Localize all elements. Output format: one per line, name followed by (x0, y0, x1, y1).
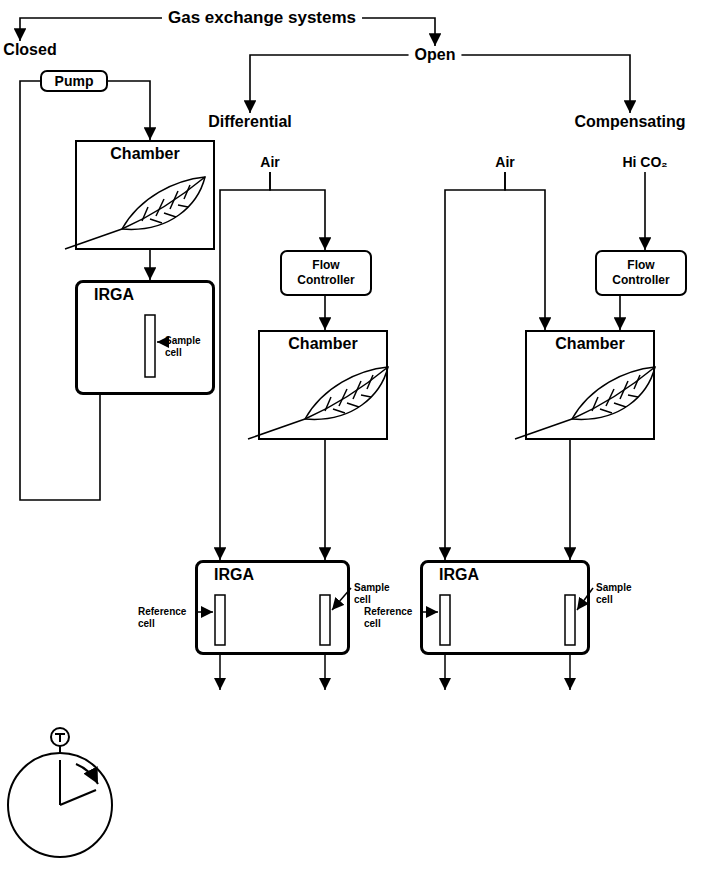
analyzer-cell (145, 315, 575, 645)
flow-controller-box: Flow Controller (280, 250, 372, 296)
flow-connector (250, 55, 409, 113)
cell-label: Sample cell (165, 335, 207, 359)
node-text: Chamber (288, 335, 357, 353)
leaf-illustration (515, 367, 655, 439)
flow-connector (108, 81, 150, 140)
node-text: Flow Controller (606, 258, 676, 288)
category-label: Differential (206, 113, 294, 131)
node-text: Gas exchange systems (168, 8, 356, 28)
root-heading: Gas exchange systems (166, 8, 358, 28)
leaf-illustration (65, 177, 205, 249)
flow-connector (220, 172, 270, 560)
flow-connector (324, 296, 326, 330)
node-text: Differential (208, 113, 292, 131)
category-label: Compensating (572, 113, 687, 131)
stopwatch-icon (8, 728, 112, 857)
category-label: Open (413, 46, 458, 64)
leader-arrow (157, 342, 593, 612)
pump-box: Pump (40, 70, 108, 92)
flow-connector (149, 250, 151, 280)
flow-connector (569, 440, 571, 560)
node-text: Flow Controller (291, 258, 361, 288)
cell-label: Reference cell (364, 606, 418, 630)
cell-label: Reference cell (138, 606, 192, 630)
flow-connector (619, 296, 621, 330)
chamber-box: Chamber (75, 140, 215, 250)
flow-connector (324, 440, 326, 560)
analyzer-box: IRGA (195, 560, 350, 655)
chamber-box: Chamber (258, 330, 388, 440)
flow-controller-box: Flow Controller (595, 250, 687, 296)
flow-connector (20, 18, 162, 41)
exhaust-arrow (220, 655, 570, 690)
node-text: Hi CO₂ (622, 154, 667, 170)
node-text: IRGA (439, 566, 479, 584)
flow-connector (362, 18, 435, 46)
flow-connector (20, 81, 100, 500)
flow-connector (270, 172, 325, 250)
category-label: Closed (1, 41, 58, 59)
flow-connector (445, 172, 505, 560)
chamber-box: Chamber (525, 330, 655, 440)
node-text: Closed (3, 41, 56, 59)
cell-label: Sample cell (596, 582, 638, 606)
node-text: Chamber (110, 145, 179, 163)
gas-source: Hi CO₂ (620, 154, 669, 170)
node-text: Open (415, 46, 456, 64)
node-text: Compensating (574, 113, 685, 131)
analyzer-box: IRGA (420, 560, 590, 655)
gas-source: Air (493, 154, 516, 170)
flow-connector (505, 172, 545, 330)
gas-source: Air (258, 154, 281, 170)
leaf-illustration (248, 367, 388, 439)
node-text: Air (495, 154, 514, 170)
node-text: Air (260, 154, 279, 170)
flow-connector (644, 172, 646, 250)
flow-connector (461, 55, 630, 113)
node-text: Pump (55, 73, 94, 89)
node-text: IRGA (214, 566, 254, 584)
node-text: IRGA (94, 286, 134, 304)
cell-label: Sample cell (354, 582, 396, 606)
node-text: Chamber (555, 335, 624, 353)
